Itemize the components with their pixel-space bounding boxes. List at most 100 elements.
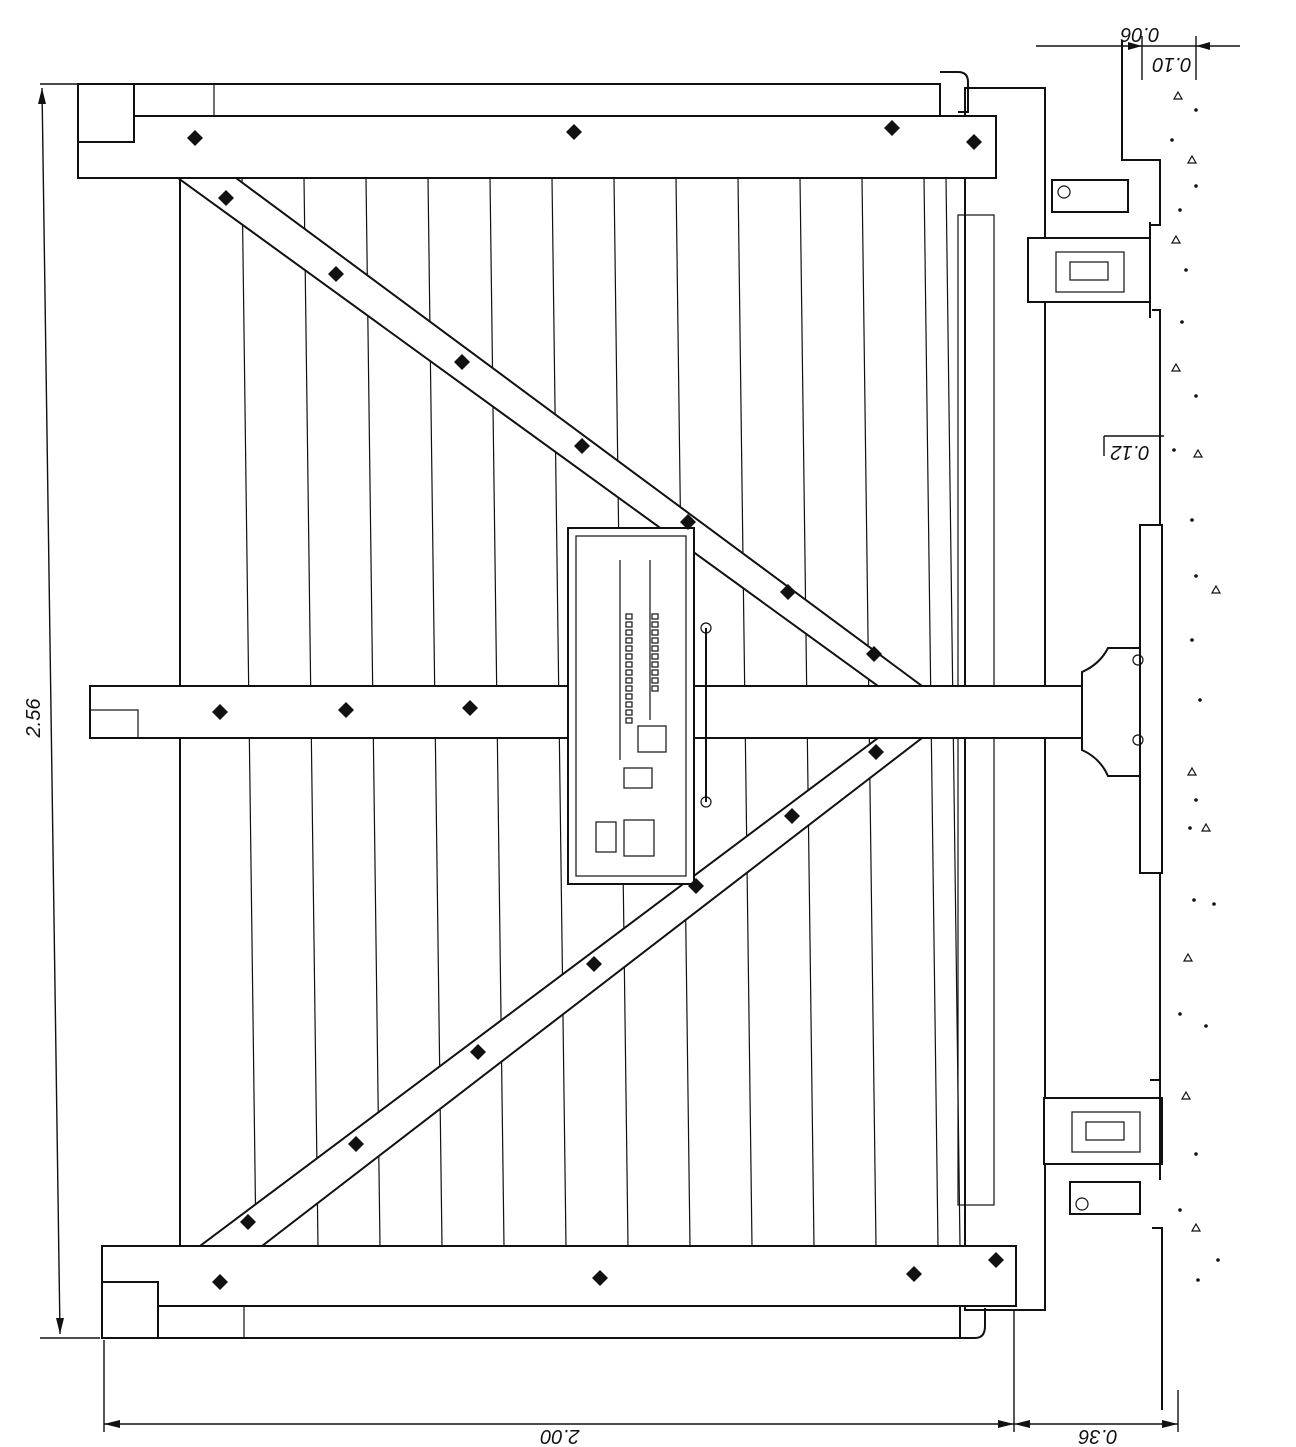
terminal-block [651, 645, 659, 652]
terminal-block [625, 629, 633, 636]
control-box [567, 527, 695, 885]
gravel-mark [1172, 90, 1184, 100]
mid-offset-label: 0.12 [1111, 441, 1150, 463]
rivet [688, 878, 704, 894]
control-module [623, 767, 653, 789]
rivet [592, 1270, 608, 1286]
mid-offset-dimension [1103, 435, 1164, 456]
terminal-block [625, 613, 633, 620]
bottom-hinge-block [101, 1281, 159, 1339]
rivet [866, 646, 882, 662]
control-relay [637, 725, 667, 753]
width-dimension [103, 1310, 1179, 1432]
terminal-block [625, 637, 633, 644]
gravel-mark [1180, 320, 1184, 324]
terminal-block [625, 621, 633, 628]
center-bracket [1081, 647, 1141, 777]
top-offset-b-label: 0.10 [1153, 53, 1192, 75]
gravel-mark [1194, 184, 1198, 188]
terminal-block [625, 709, 633, 716]
top-rail [77, 115, 997, 179]
terminal-block [625, 701, 633, 708]
bottom-hook [940, 1308, 986, 1339]
gravel-mark [1178, 208, 1182, 212]
terminal-block [651, 613, 659, 620]
terminal-block [625, 645, 633, 652]
terminal-block [625, 693, 633, 700]
terminal-block [651, 685, 659, 692]
rivet [868, 744, 884, 760]
terminal-block [651, 629, 659, 636]
gravel-mark [1212, 902, 1216, 906]
rivet [680, 514, 696, 530]
rivet [988, 1252, 1004, 1268]
gravel-mark [1192, 448, 1204, 458]
gravel-mark [1190, 518, 1194, 522]
rivet [586, 956, 602, 972]
top-hinge-block [77, 83, 135, 143]
terminal-block [625, 661, 633, 668]
terminal-block [651, 677, 659, 684]
gravel-mark [1196, 1278, 1200, 1282]
top-offset-a-label: 0.06 [1120, 23, 1160, 45]
gravel-mark [1172, 448, 1176, 452]
gravel-mark [1192, 898, 1196, 902]
terminal-block [625, 677, 633, 684]
gravel-mark [1204, 1024, 1208, 1028]
top-hinge-cap [133, 83, 215, 117]
gravel-mark [1170, 362, 1182, 372]
top-offset-dimension [1036, 36, 1240, 80]
gravel-mark [1170, 138, 1174, 142]
terminal-block [625, 653, 633, 660]
offset-label: 0.36 [1078, 1425, 1118, 1447]
gravel-mark [1186, 766, 1198, 776]
rivet [574, 438, 590, 454]
gravel-mark [1194, 394, 1198, 398]
middle-crossbar-stub [89, 709, 139, 739]
rivet [218, 190, 234, 206]
control-knob-top [700, 622, 712, 634]
gravel-mark [1210, 584, 1222, 594]
control-box-inner [575, 535, 687, 877]
gravel-mark [1190, 638, 1194, 642]
rivet [966, 134, 982, 150]
rivet [348, 1136, 364, 1152]
floor-plate [1139, 524, 1163, 874]
rivet [212, 1274, 228, 1290]
rivet [212, 704, 228, 720]
height-dimension [38, 83, 100, 1339]
terminal-block [651, 661, 659, 668]
terminal-block [625, 669, 633, 676]
rivet [328, 266, 344, 282]
gravel-mark [1216, 1258, 1220, 1262]
rivet [470, 1044, 486, 1060]
bottom-rail [101, 1245, 1017, 1307]
height-label: 2.56 [23, 698, 45, 739]
rivet [566, 124, 582, 140]
terminal-block [651, 637, 659, 644]
rivet [784, 808, 800, 824]
gravel-mark [1178, 1012, 1182, 1016]
center-bolt-bottom [1132, 734, 1144, 746]
upper-diagonal-brace [174, 177, 926, 687]
rivet [187, 130, 203, 146]
top-rail-outer [77, 83, 941, 117]
rivet [462, 700, 478, 716]
terminal-blocks [625, 613, 659, 724]
terminal-block [651, 653, 659, 660]
gravel-mark [1194, 798, 1198, 802]
gravel [1170, 90, 1222, 1282]
top-latch-assembly [1027, 179, 1151, 318]
rivet [240, 1214, 256, 1230]
terminal-block [651, 621, 659, 628]
center-bolt-top [1132, 654, 1144, 666]
terminal-block [651, 669, 659, 676]
terminal-block [625, 717, 633, 724]
rivet [454, 354, 470, 370]
gravel-mark [1198, 698, 1202, 702]
rivet [906, 1266, 922, 1282]
gravel-mark [1170, 234, 1182, 244]
rivet [780, 584, 796, 600]
control-fuse [595, 821, 617, 853]
